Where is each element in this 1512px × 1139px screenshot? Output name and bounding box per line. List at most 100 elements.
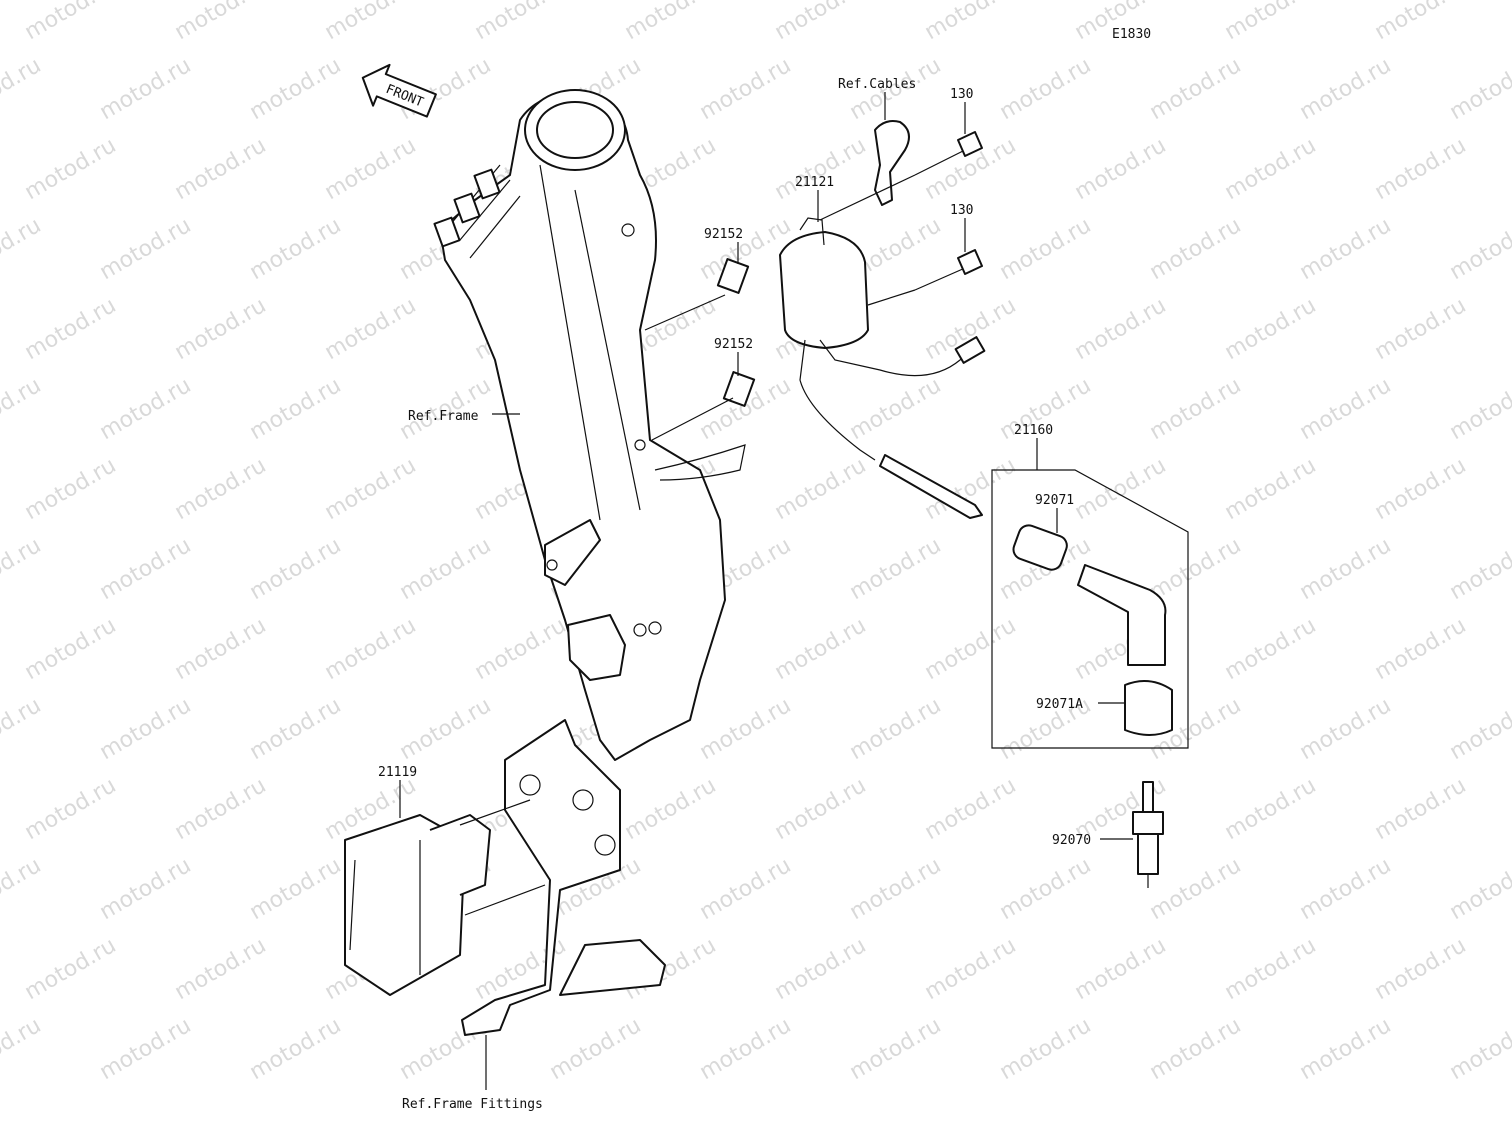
igniter-unit bbox=[345, 815, 490, 995]
watermark-text: motod.ru bbox=[171, 453, 271, 525]
watermark-text: motod.ru bbox=[1446, 213, 1512, 285]
label-collar-bottom: 92152 bbox=[714, 337, 753, 352]
watermark-text: motod.ru bbox=[171, 293, 271, 365]
watermark-text: motod.ru bbox=[1146, 533, 1246, 605]
watermark-text: motod.ru bbox=[1221, 613, 1321, 685]
label-cap-assy: 21160 bbox=[1014, 423, 1053, 438]
label-igniter: 21119 bbox=[378, 765, 417, 780]
watermark-text: motod.ru bbox=[0, 853, 45, 925]
watermark-text: motod.ru bbox=[21, 613, 121, 685]
watermark-text: motod.ru bbox=[1296, 1013, 1396, 1085]
watermark-text: motod.ru bbox=[621, 773, 721, 845]
watermark-text: motod.ru bbox=[1296, 533, 1396, 605]
label-collar-top: 92152 bbox=[704, 227, 743, 242]
watermark-text: motod.ru bbox=[0, 213, 45, 285]
watermark-text: motod.ru bbox=[1371, 613, 1471, 685]
watermark-text: motod.ru bbox=[846, 533, 946, 605]
watermark-text: motod.ru bbox=[921, 933, 1021, 1005]
watermark-text: motod.ru bbox=[696, 53, 796, 125]
watermark-text: motod.ru bbox=[1296, 853, 1396, 925]
watermark-text: motod.ru bbox=[1371, 933, 1471, 1005]
watermark-text: motod.ru bbox=[21, 133, 121, 205]
front-arrow-icon: FRONT bbox=[355, 57, 440, 126]
watermark-text: motod.ru bbox=[21, 933, 121, 1005]
watermark-text: motod.ru bbox=[21, 293, 121, 365]
label-bolt-mid: 130 bbox=[950, 203, 973, 218]
diagram-code: E1830 bbox=[1112, 27, 1151, 42]
watermark-text: motod.ru bbox=[0, 693, 45, 765]
cable-clamp bbox=[875, 121, 909, 205]
watermark-text: motod.ru bbox=[1146, 213, 1246, 285]
watermark-text: motod.ru bbox=[1221, 293, 1321, 365]
watermark-text: motod.ru bbox=[471, 0, 571, 45]
watermark-text: motod.ru bbox=[21, 0, 121, 45]
watermark-text: motod.ru bbox=[321, 0, 421, 45]
watermark-text: motod.ru bbox=[1296, 693, 1396, 765]
watermark-text: motod.ru bbox=[771, 0, 871, 45]
watermark-text: motod.ru bbox=[246, 373, 346, 445]
watermark-text: motod.ru bbox=[1146, 373, 1246, 445]
watermark-text: motod.ru bbox=[546, 1013, 646, 1085]
watermark-text: motod.ru bbox=[0, 533, 45, 605]
watermark-text: motod.ru bbox=[396, 693, 496, 765]
watermark-text: motod.ru bbox=[0, 1013, 45, 1085]
watermark-text: motod.ru bbox=[1146, 853, 1246, 925]
watermark-text: motod.ru bbox=[771, 133, 871, 205]
label-coil: 21121 bbox=[795, 175, 834, 190]
watermark-text: motod.ru bbox=[846, 373, 946, 445]
watermark-text: motod.ru bbox=[1371, 453, 1471, 525]
watermark-text: motod.ru bbox=[846, 853, 946, 925]
watermark-text: motod.ru bbox=[1221, 773, 1321, 845]
watermark-text: motod.ru bbox=[471, 613, 571, 685]
watermark-text: motod.ru bbox=[321, 133, 421, 205]
watermark-text: motod.ru bbox=[771, 613, 871, 685]
watermark-text: motod.ru bbox=[246, 853, 346, 925]
label-bolt-top: 130 bbox=[950, 87, 973, 102]
watermark-text: motod.ru bbox=[1446, 53, 1512, 125]
watermark-text: motod.ru bbox=[96, 373, 196, 445]
watermark-text: motod.ru bbox=[1446, 853, 1512, 925]
watermark-text: motod.ru bbox=[1296, 213, 1396, 285]
watermark-text: motod.ru bbox=[96, 213, 196, 285]
label-cap: 92071 bbox=[1035, 493, 1074, 508]
watermark-text: motod.ru bbox=[96, 533, 196, 605]
watermark-text: motod.ru bbox=[246, 693, 346, 765]
watermark-text: motod.ru bbox=[996, 1013, 1096, 1085]
watermark-text: motod.ru bbox=[171, 773, 271, 845]
watermark-text: motod.ru bbox=[1146, 1013, 1246, 1085]
watermark-text: motod.ru bbox=[21, 453, 121, 525]
watermark-text: motod.ru bbox=[0, 53, 45, 125]
watermark-text: motod.ru bbox=[96, 853, 196, 925]
watermark-text: motod.ru bbox=[1071, 933, 1171, 1005]
watermark-text: motod.ru bbox=[696, 853, 796, 925]
watermark-text: motod.ru bbox=[0, 373, 45, 445]
watermark-text: motod.ru bbox=[1071, 293, 1171, 365]
label-ref-cables: Ref.Cables bbox=[838, 77, 916, 92]
watermark-text: motod.ru bbox=[1446, 693, 1512, 765]
watermark-text: motod.ru bbox=[321, 293, 421, 365]
watermark-layer: motod.ru motod.ru motod.ru motod.ru motod.ru… bbox=[0, 0, 1512, 1085]
watermark-text: motod.ru bbox=[396, 533, 496, 605]
watermark-text: motod.ru bbox=[171, 933, 271, 1005]
watermark-text: motod.ru bbox=[1221, 453, 1321, 525]
watermark-text: motod.ru bbox=[171, 613, 271, 685]
watermark-text: motod.ru bbox=[1446, 533, 1512, 605]
watermark-text: motod.ru bbox=[996, 213, 1096, 285]
label-ref-frame-fittings: Ref.Frame Fittings bbox=[402, 1097, 543, 1112]
watermark-text: motod.ru bbox=[996, 53, 1096, 125]
watermark-text: motod.ru bbox=[771, 453, 871, 525]
label-seal: 92071A bbox=[1036, 697, 1083, 712]
watermark-text: motod.ru bbox=[321, 613, 421, 685]
watermark-text: motod.ru bbox=[846, 1013, 946, 1085]
label-ref-frame: Ref.Frame bbox=[408, 409, 479, 424]
watermark-text: motod.ru bbox=[1446, 1013, 1512, 1085]
watermark-text: motod.ru bbox=[1446, 373, 1512, 445]
watermark-text: motod.ru bbox=[1071, 133, 1171, 205]
watermark-text: motod.ru bbox=[246, 1013, 346, 1085]
watermark-text: motod.ru bbox=[1371, 0, 1471, 45]
watermark-text: motod.ru bbox=[921, 773, 1021, 845]
watermark-text: motod.ru bbox=[21, 773, 121, 845]
watermark-text: motod.ru bbox=[246, 213, 346, 285]
watermark-text: motod.ru bbox=[696, 693, 796, 765]
watermark-text: motod.ru bbox=[1221, 0, 1321, 45]
